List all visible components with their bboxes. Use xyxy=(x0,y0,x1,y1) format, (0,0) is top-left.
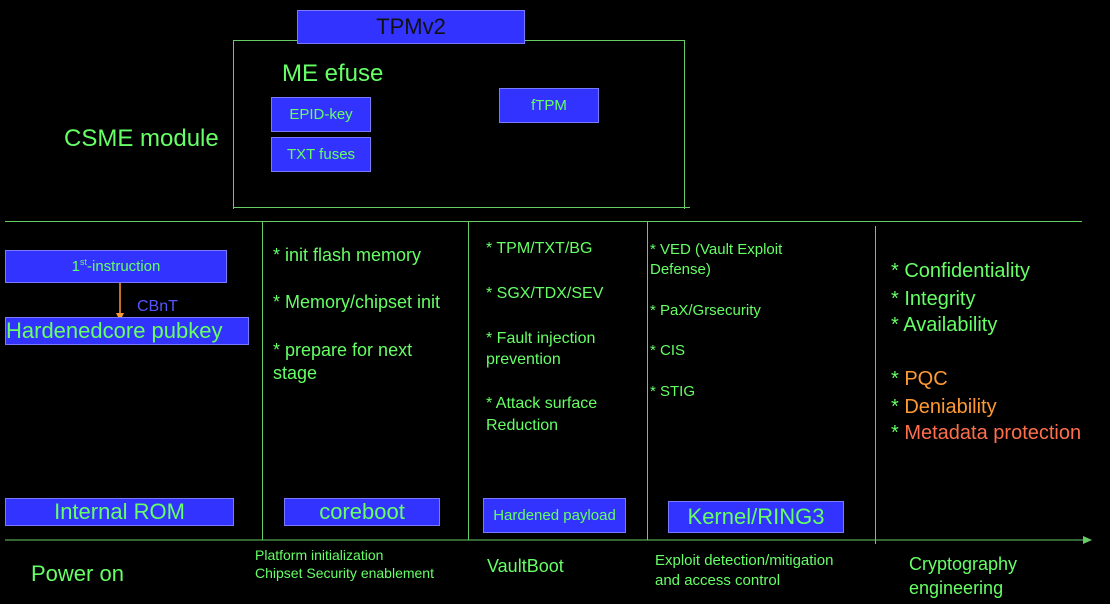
power-on-label: Power on xyxy=(31,561,124,586)
coreboot-item-3: * prepare for next xyxy=(273,340,413,360)
kernel-item-1-cont: Defense) xyxy=(650,261,711,278)
kernel-item-2: * PaX/Grsecurity xyxy=(650,302,761,319)
first-instruction-box: 1st-instruction xyxy=(5,250,227,283)
vaultboot-item-3: * Fault injection xyxy=(486,330,596,347)
column-divider-1 xyxy=(262,222,263,540)
vaultboot-item-3-cont: prevention xyxy=(486,351,561,368)
tpm-box: TPMv2 xyxy=(297,10,525,44)
kernel-caption-1: Exploit detection/mitigation xyxy=(655,552,834,569)
ftpm-box: fTPM xyxy=(499,88,599,123)
kernel-item-1: * VED (Vault Exploit xyxy=(650,241,783,258)
coreboot-caption-1: Platform initialization xyxy=(255,547,384,563)
tpm-label: TPMv2 xyxy=(376,14,446,39)
txt-fuses-box: TXT fuses xyxy=(271,137,371,172)
crypto-item-pqc: * PQC xyxy=(891,368,948,390)
ftpm-label: fTPM xyxy=(531,97,567,114)
me-frame-bottom xyxy=(233,207,690,208)
kernel-label: Kernel/RING3 xyxy=(687,504,825,529)
txt-fuses-label: TXT fuses xyxy=(286,146,356,163)
hardenedcore-box: Hardenedcore pubkey xyxy=(5,317,249,345)
coreboot-label: coreboot xyxy=(319,499,405,524)
hardened-payload-box: Hardened payload xyxy=(483,498,626,533)
crypto-caption-2: engineering xyxy=(909,578,1004,598)
vaultboot-item-4-cont: Reduction xyxy=(486,417,559,434)
first-instruction-label: 1st-instruction xyxy=(71,257,161,276)
column-divider-3 xyxy=(647,222,648,540)
top-divider xyxy=(5,221,1082,222)
kernel-caption-2: and access control xyxy=(655,572,781,589)
epid-key-box: EPID-key xyxy=(271,97,371,132)
vaultboot-caption: VaultBoot xyxy=(487,556,564,576)
kernel-item-4: * STIG xyxy=(650,383,696,400)
me-efuse-label: ME efuse xyxy=(282,60,384,87)
internal-rom-box: Internal ROM xyxy=(5,498,234,526)
crypto-item-availability: * Availability xyxy=(891,314,998,336)
vaultboot-item-1: * TPM/TXT/BG xyxy=(486,240,593,257)
epid-key-label: EPID-key xyxy=(289,106,353,123)
coreboot-item-1: * init flash memory xyxy=(273,245,422,265)
column-divider-4 xyxy=(875,226,876,544)
csme-module-label: CSME module xyxy=(64,125,219,152)
kernel-item-3: * CIS xyxy=(650,342,686,359)
kernel-box: Kernel/RING3 xyxy=(668,501,844,533)
timeline-arrow xyxy=(5,536,1092,544)
coreboot-item-2: * Memory/chipset init xyxy=(273,292,441,312)
hardenedcore-label: Hardenedcore pubkey xyxy=(6,318,223,343)
column-divider-2 xyxy=(468,222,469,540)
coreboot-caption-2: Chipset Security enablement xyxy=(255,565,434,581)
hardened-payload-label: Hardened payload xyxy=(493,507,616,524)
crypto-item-metadata: * Metadata protection xyxy=(891,422,1082,444)
crypto-item-deniability: * Deniability xyxy=(891,396,997,418)
crypto-item-integrity: * Integrity xyxy=(891,288,976,310)
vaultboot-item-2: * SGX/TDX/SEV xyxy=(486,285,604,302)
internal-rom-label: Internal ROM xyxy=(54,499,185,524)
crypto-caption-1: Cryptography xyxy=(909,554,1018,574)
cbnt-label: CBnT xyxy=(137,298,178,315)
crypto-item-confidentiality: * Confidentiality xyxy=(891,260,1030,282)
coreboot-item-3-cont: stage xyxy=(273,363,318,383)
coreboot-box: coreboot xyxy=(284,498,440,526)
vaultboot-item-4: * Attack surface xyxy=(486,395,598,412)
